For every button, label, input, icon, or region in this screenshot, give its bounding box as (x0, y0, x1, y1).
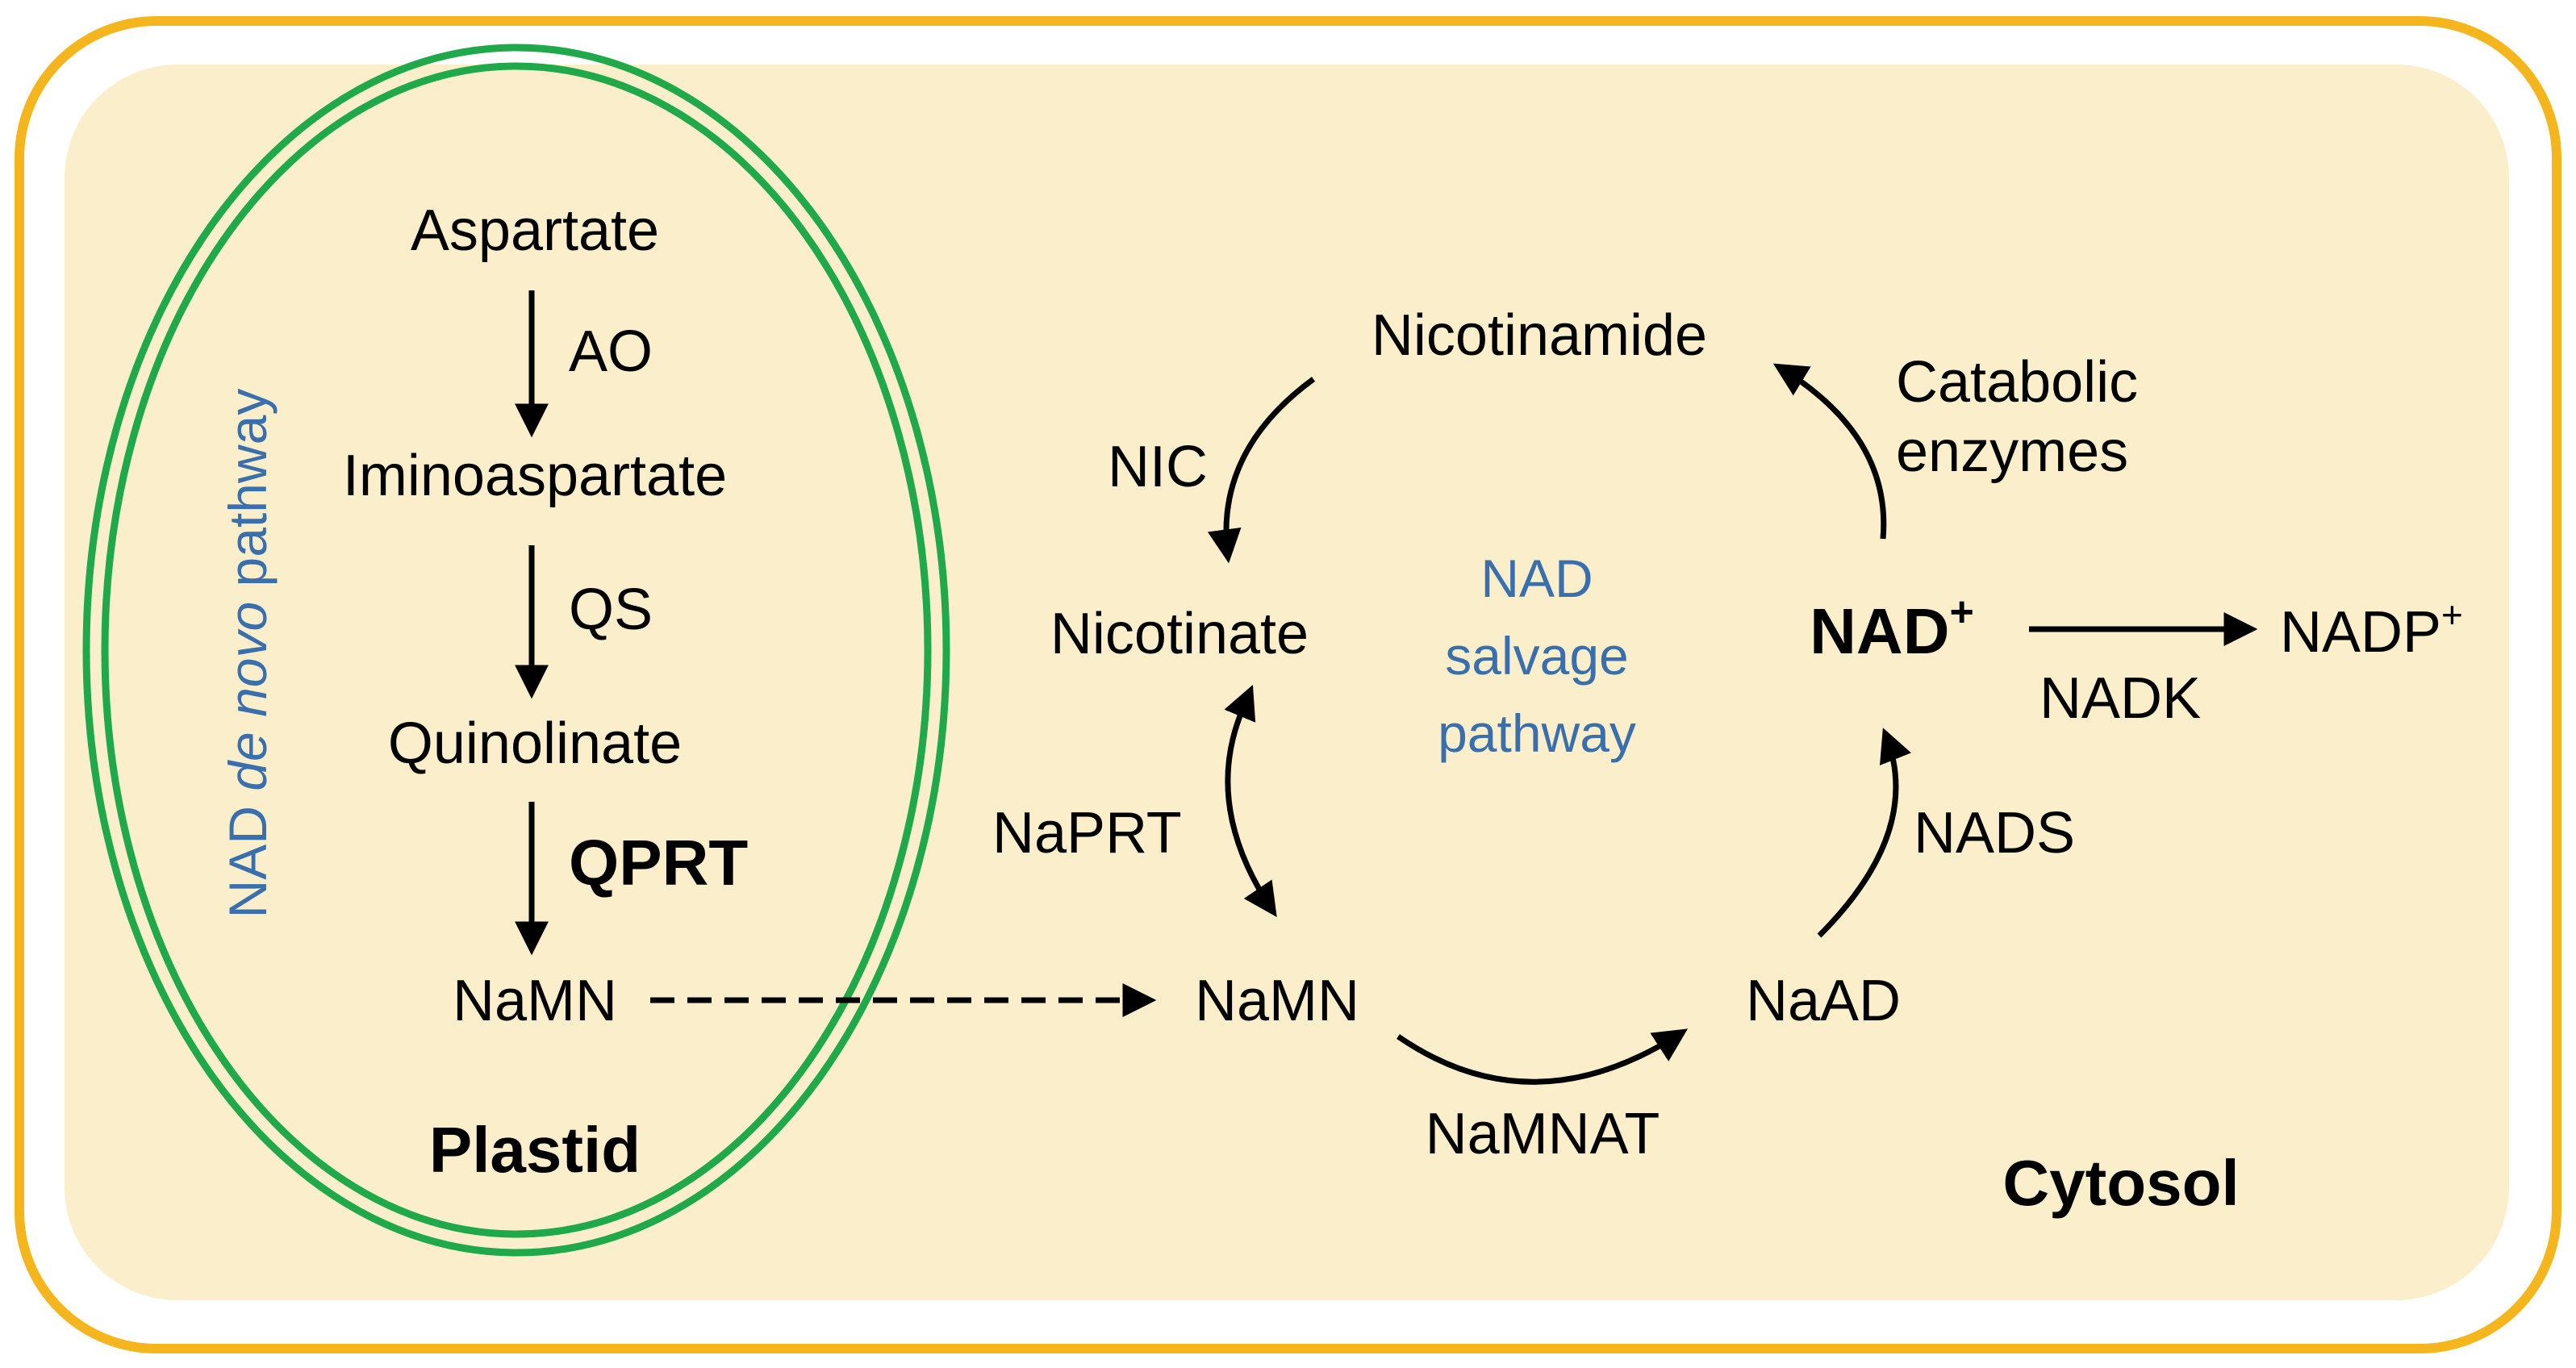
quinolinate-label: Quinolinate (388, 711, 682, 776)
de-novo-pathway-label: NAD de novo pathway (218, 389, 278, 919)
salvage-pathway-label-line1: NAD (1480, 548, 1593, 608)
nadk-enzyme-label: NADK (2040, 666, 2201, 731)
iminoaspartate-label: Iminoaspartate (343, 444, 727, 508)
nicotinamide-label: Nicotinamide (1372, 303, 1707, 368)
nic-enzyme-label: NIC (1108, 435, 1208, 499)
catabolic-enzymes-label-line2: enzymes (1896, 419, 2128, 484)
naad-label: NaAD (1746, 969, 1901, 1033)
nad-plus-label: NAD+ (1810, 589, 1974, 667)
arrow-nicotinamide-to-nicotinate (1207, 377, 1316, 564)
catabolic-enzymes-label-line1: Catabolic (1896, 350, 2138, 415)
cytosol-area (65, 65, 2509, 1300)
namnat-enzyme-label: NaMNAT (1426, 1102, 1660, 1166)
salvage-pathway-label-line2: salvage (1445, 626, 1629, 686)
naprt-enzyme-label: NaPRT (992, 801, 1182, 865)
aspartate-label: Aspartate (411, 198, 659, 263)
nads-enzyme-label: NADS (1914, 801, 2075, 865)
cytosol-label: Cytosol (2002, 1147, 2239, 1219)
qs-enzyme-label: QS (569, 578, 653, 642)
qprt-enzyme-label: QPRT (569, 827, 748, 899)
namn-cytosol-label: NaMN (1195, 969, 1359, 1033)
plastid-label: Plastid (429, 1114, 641, 1186)
namn-plastid-label: NaMN (453, 969, 617, 1033)
plastid-inner-membrane (101, 62, 932, 1238)
salvage-pathway-label-line3: pathway (1438, 703, 1636, 763)
ao-enzyme-label: AO (569, 319, 653, 384)
arrow-nad-to-nicotinamide (1772, 363, 1887, 540)
arrow-nicotinate-namn-reversible (1224, 684, 1277, 917)
arrow-namn-to-naad (1397, 1028, 1689, 1085)
nicotinate-label: Nicotinate (1050, 602, 1309, 666)
plastid-outer-membrane (82, 44, 950, 1257)
nadp-plus-label: NADP+ (2280, 594, 2463, 665)
arrow-naad-to-nad (1817, 728, 1911, 938)
